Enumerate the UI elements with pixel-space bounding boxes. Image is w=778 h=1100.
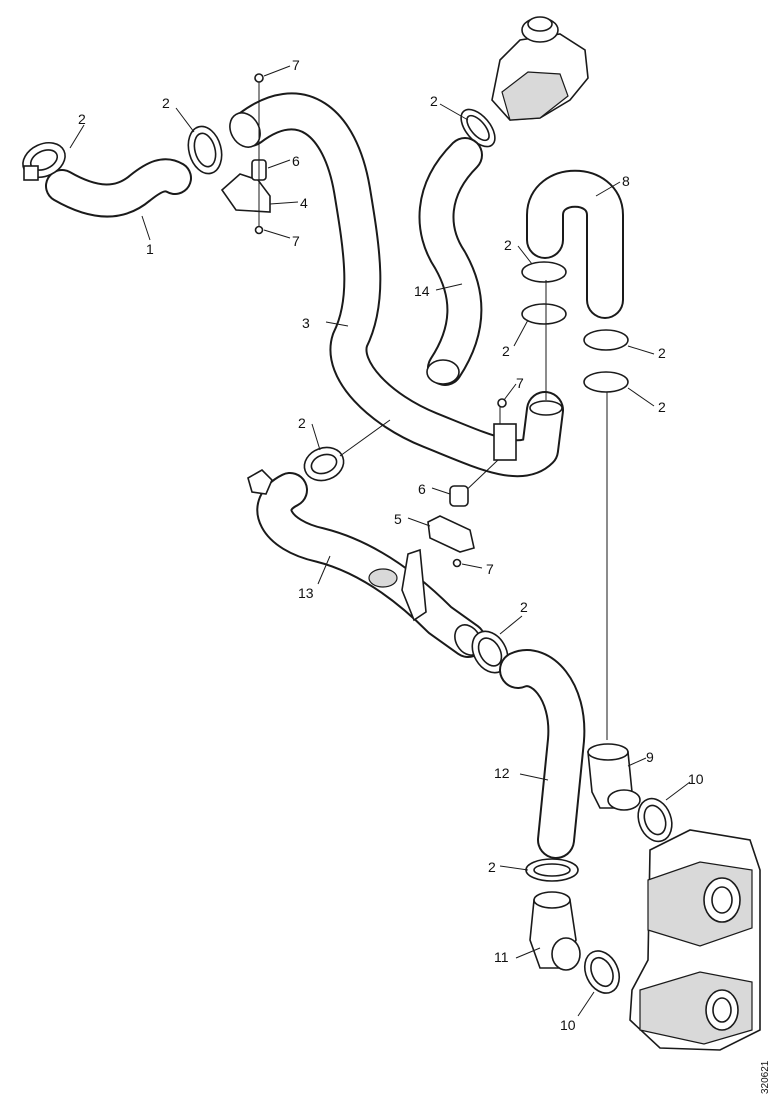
- plate-5: [427, 515, 475, 553]
- callout-14: 14: [414, 283, 430, 299]
- hose-3: [229, 92, 564, 478]
- callout-7-top: 7: [292, 57, 300, 73]
- clamps-2-middle: [521, 261, 629, 393]
- callout-5: 5: [394, 511, 402, 527]
- callout-12: 12: [494, 765, 510, 781]
- hose-1: [45, 158, 192, 218]
- isolator-6-lower: [449, 485, 469, 507]
- seal-10-upper: [637, 797, 673, 843]
- nut-7-lower: [452, 558, 462, 568]
- callout-2-upper: 2: [162, 95, 170, 111]
- turbo-housing: [491, 16, 589, 121]
- bracket-4: [220, 159, 271, 213]
- callout-3: 3: [302, 315, 310, 331]
- callout-2-clamp-c: 2: [658, 345, 666, 361]
- nut-7-top: [254, 73, 264, 83]
- callout-2-bottom: 2: [488, 859, 496, 875]
- callout-6-top: 6: [292, 153, 300, 169]
- clamp-2-bottom: [525, 858, 579, 882]
- leader-lines: [69, 65, 691, 1017]
- clamp-2-mid-left: [303, 446, 345, 482]
- callout-10-lower: 10: [560, 1017, 576, 1033]
- hose-14: [418, 137, 483, 386]
- clamp-2-top-left: [187, 125, 223, 175]
- callout-2-hose-12: 2: [520, 599, 528, 615]
- callout-2-hose-13: 2: [298, 415, 306, 431]
- nut-7-below-bracket: [254, 225, 264, 235]
- callout-1: 1: [146, 241, 154, 257]
- callout-6-lower: 6: [418, 481, 426, 497]
- bracket-on-hose-3: [493, 398, 517, 461]
- clamp-left-end: [22, 141, 66, 181]
- callout-4: 4: [300, 195, 308, 211]
- seal-10-lower: [583, 950, 621, 994]
- callout-2-clamp-a: 2: [504, 237, 512, 253]
- callout-11: 11: [494, 949, 509, 965]
- callout-9: 9: [646, 749, 654, 765]
- elbow-9: [587, 743, 641, 811]
- callout-10-upper: 10: [688, 771, 704, 787]
- callout-7-under-bracket: 7: [292, 233, 300, 249]
- hose-8: [526, 169, 624, 319]
- callout-8: 8: [622, 173, 630, 189]
- hose-12: [499, 649, 586, 859]
- intercooler: [629, 829, 761, 1051]
- callout-2-top-left: 2: [78, 111, 86, 127]
- reference-number: 320621: [760, 1060, 771, 1094]
- elbow-11: [529, 891, 581, 971]
- callout-7-bracket: 7: [516, 375, 524, 391]
- callout-labels: 1 2 2 7 6 4 7 3 2 14 8 2 2 2 2 7 2 6 5 7…: [78, 57, 704, 1033]
- callout-2-clamp-d: 2: [658, 399, 666, 415]
- clamp-2-top: [460, 108, 496, 148]
- hose-13: [247, 469, 486, 658]
- callout-7-lower: 7: [486, 561, 494, 577]
- callout-13: 13: [298, 585, 314, 601]
- callout-2-turbo: 2: [430, 93, 438, 109]
- clamp-2-lower-mid: [471, 630, 509, 674]
- callout-2-clamp-b: 2: [502, 343, 510, 359]
